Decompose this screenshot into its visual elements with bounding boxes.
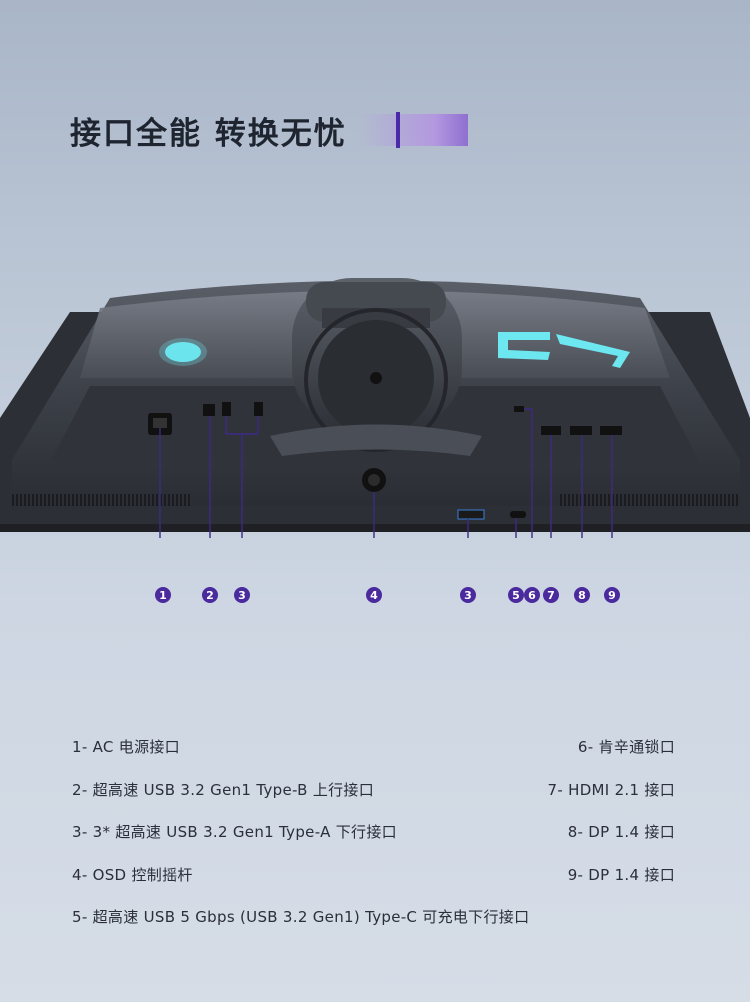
monitor-back-illustration: [0, 278, 750, 538]
badge-8: 8: [574, 587, 590, 603]
title-gradient-decoration: [358, 114, 468, 146]
legend-item-5: 5- 超高速 USB 5 Gbps (USB 3.2 Gen1) Type-C …: [72, 908, 530, 926]
legend-item-3: 3- 3* 超高速 USB 3.2 Gen1 Type-A 下行接口: [72, 823, 397, 841]
legend-item-2: 2- 超高速 USB 3.2 Gen1 Type-B 上行接口: [72, 781, 375, 799]
title-accent-bar: [396, 112, 400, 148]
badge-3: 3: [234, 587, 250, 603]
legend-item-9: 9- DP 1.4 接口: [567, 866, 675, 884]
legend-item-1: 1- AC 电源接口: [72, 738, 180, 756]
badge-3-front: 3: [460, 587, 476, 603]
badge-5: 5: [508, 587, 524, 603]
badge-2: 2: [202, 587, 218, 603]
legend-item-4: 4- OSD 控制摇杆: [72, 866, 193, 884]
badge-6: 6: [524, 587, 540, 603]
badge-9: 9: [604, 587, 620, 603]
badge-1: 1: [155, 587, 171, 603]
badge-7: 7: [543, 587, 559, 603]
legend-item-7: 7- HDMI 2.1 接口: [547, 781, 675, 799]
page-title: 接口全能 转换无忧: [70, 115, 347, 152]
legend-item-8: 8- DP 1.4 接口: [567, 823, 675, 841]
page-title-wrap: 接口全能 转换无忧: [70, 108, 468, 152]
legend-item-6: 6- 肯辛通锁口: [577, 738, 675, 756]
badge-4: 4: [366, 587, 382, 603]
